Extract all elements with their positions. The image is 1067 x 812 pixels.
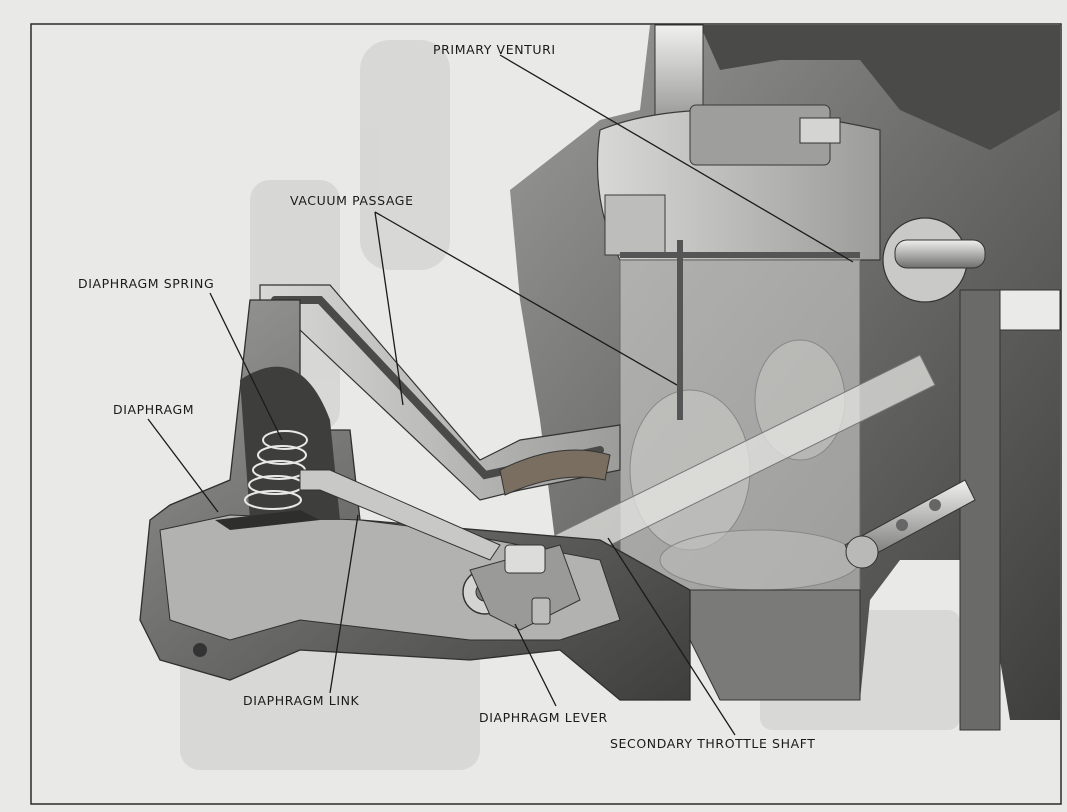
label-diaphragm: DIAPHRAGM (113, 402, 195, 417)
label-secondary-throttle-shaft: SECONDARY THROTTLE SHAFT (610, 736, 816, 751)
diaphragm-link-rod (299, 469, 501, 561)
label-diaphragm-link: DIAPHRAGM LINK (243, 693, 360, 708)
secondary-throttle-shaft-rod (554, 354, 976, 569)
air-horn (700, 25, 1060, 150)
label-primary-venturi: PRIMARY VENTURI (433, 42, 556, 57)
diaphragm-membrane (215, 510, 320, 530)
label-vacuum-passage: VACUUM PASSAGE (290, 193, 414, 208)
throttle-body-base (689, 589, 861, 701)
label-diaphragm-spring: DIAPHRAGM SPRING (78, 276, 215, 291)
figure-frame (30, 23, 1062, 805)
label-diaphragm-lever: DIAPHRAGM LEVER (479, 710, 608, 725)
leader-lines (147, 54, 854, 736)
diaphragm-lever-assembly (462, 544, 581, 631)
diaphragm-spring (244, 430, 308, 510)
